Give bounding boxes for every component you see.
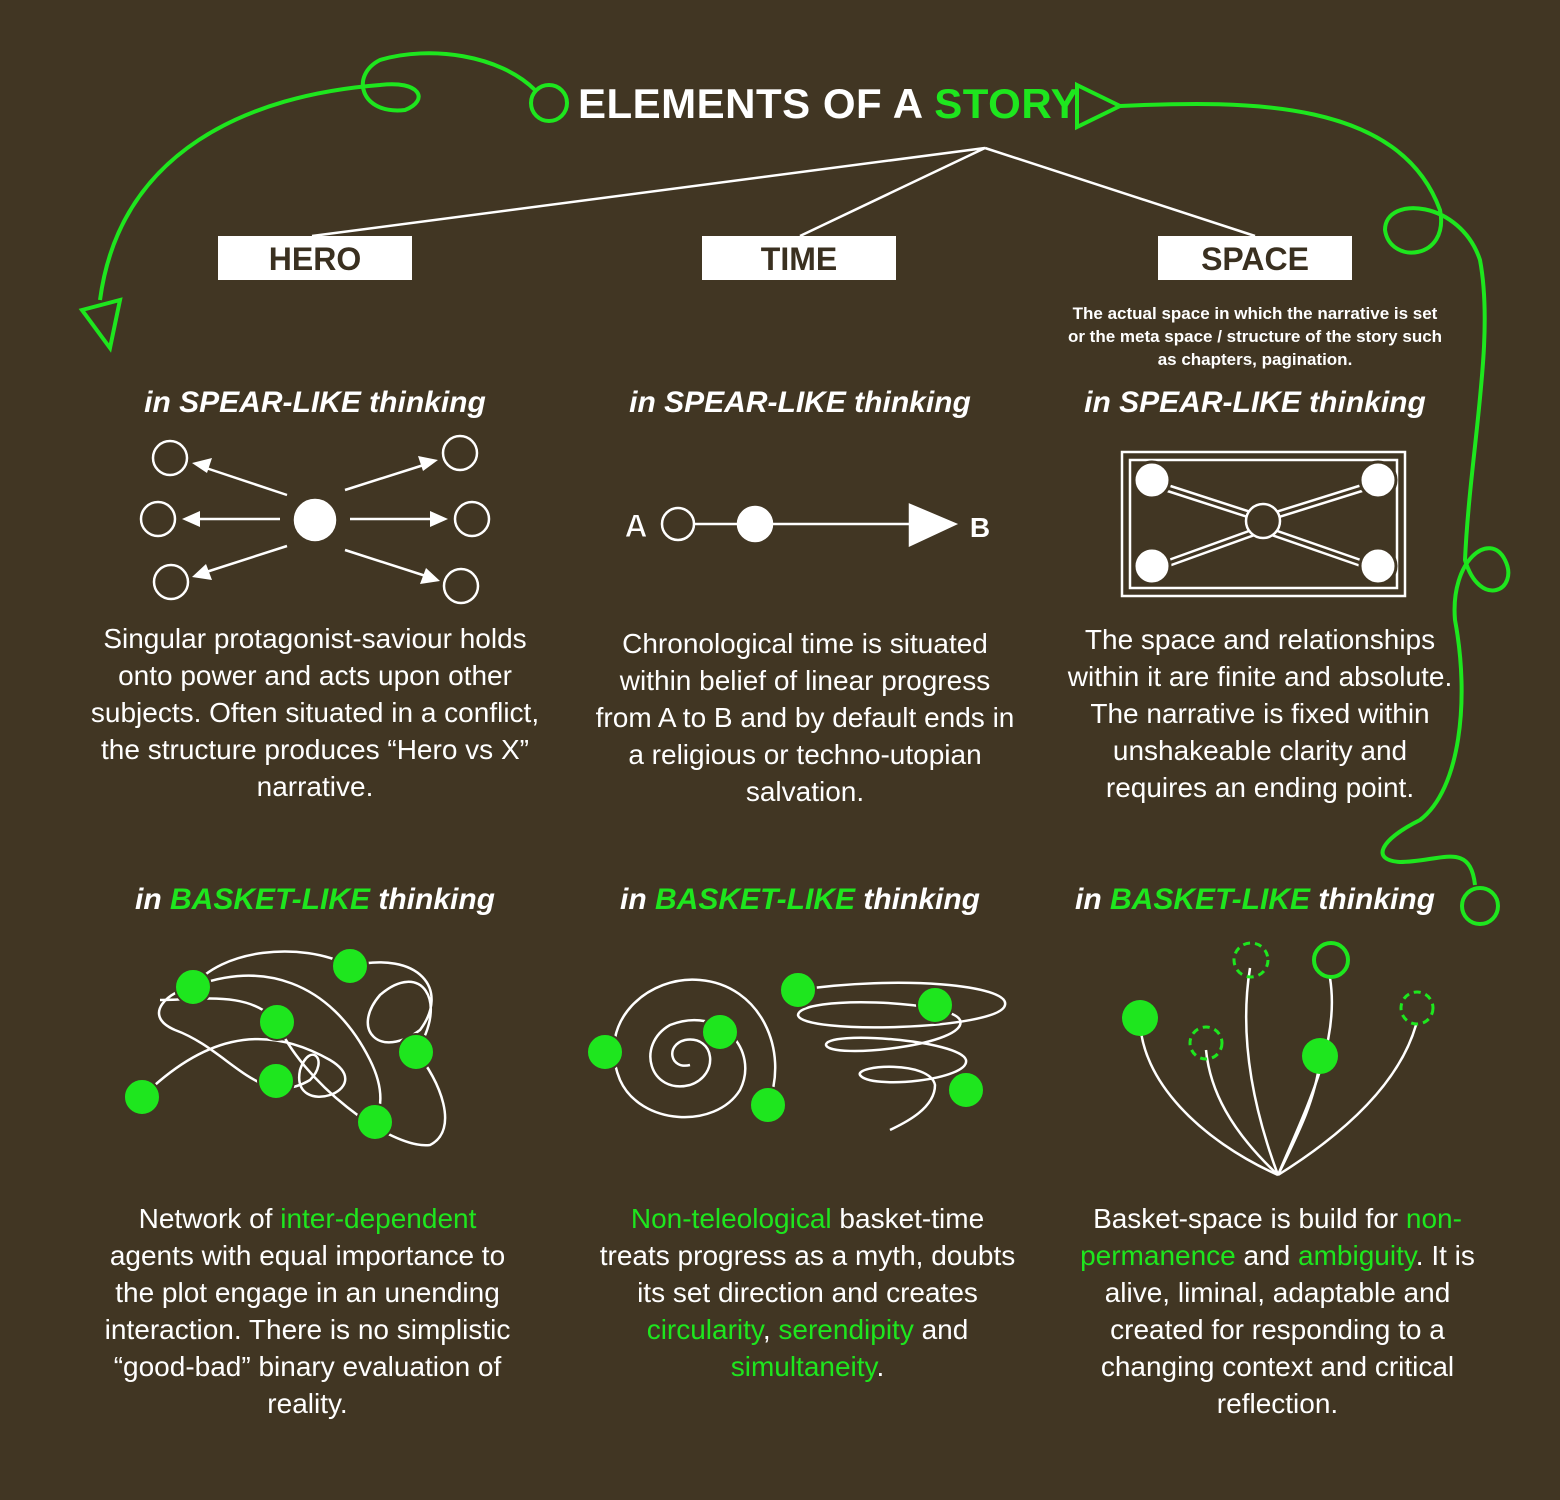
column-label-hero: HERO — [218, 236, 412, 280]
green-loop-arrows — [78, 51, 1511, 926]
space-spear-heading: in SPEAR-LIKE thinking — [1084, 386, 1426, 419]
loop-start-circle — [529, 83, 569, 123]
time-basket-heading: in BASKET-LIKE thinking — [620, 883, 980, 916]
column-label-time: TIME — [702, 236, 896, 280]
point-b-label: B — [970, 512, 990, 543]
space-basket-nodes — [1122, 941, 1435, 1074]
time-basket-text: Non-teleological basket-time treats prog… — [599, 1203, 1016, 1382]
hero-basket-heading: in BASKET-LIKE thinking — [135, 883, 495, 916]
time-basket-moments — [586, 971, 985, 1124]
column-label-space: SPACE — [1158, 236, 1352, 280]
space-spear-text: The space and relationships within it ar… — [1067, 624, 1453, 803]
time-spear-diagram — [660, 503, 959, 547]
hero-spear-heading: in SPEAR-LIKE thinking — [144, 386, 486, 419]
arrowhead-left — [78, 297, 123, 353]
protagonist-dot — [293, 498, 337, 542]
title-text: ELEMENTS OF A — [578, 80, 935, 127]
arrowhead-right — [1075, 81, 1125, 131]
space-basket-fan — [1138, 967, 1418, 1177]
title-highlight: STORY — [934, 80, 1080, 127]
time-basket-spiral — [612, 978, 1007, 1132]
loop-end-circle — [1460, 886, 1500, 926]
hero-arrowheads — [182, 456, 448, 584]
space-basket-text: Basket-space is build for non-permanence… — [1080, 1203, 1475, 1419]
hero-basket-agents — [123, 947, 435, 1141]
page-title: ELEMENTS OF A STORY — [578, 80, 1079, 128]
time-spear-text: Chronological time is situated within be… — [595, 628, 1015, 807]
space-note: The actual space in which the narrative … — [1067, 304, 1443, 369]
hero-spear-text: Singular protagonist-saviour holds onto … — [90, 623, 540, 802]
tree-connectors — [311, 146, 1256, 238]
space-spear-diagram — [1120, 450, 1407, 598]
hero-spear-diagram — [139, 434, 491, 605]
space-basket-heading: in BASKET-LIKE thinking — [1075, 883, 1435, 916]
point-a-label: A — [624, 508, 647, 544]
time-spear-heading: in SPEAR-LIKE thinking — [629, 386, 971, 419]
hero-basket-text: Network of inter-dependent agents with e… — [104, 1203, 511, 1419]
